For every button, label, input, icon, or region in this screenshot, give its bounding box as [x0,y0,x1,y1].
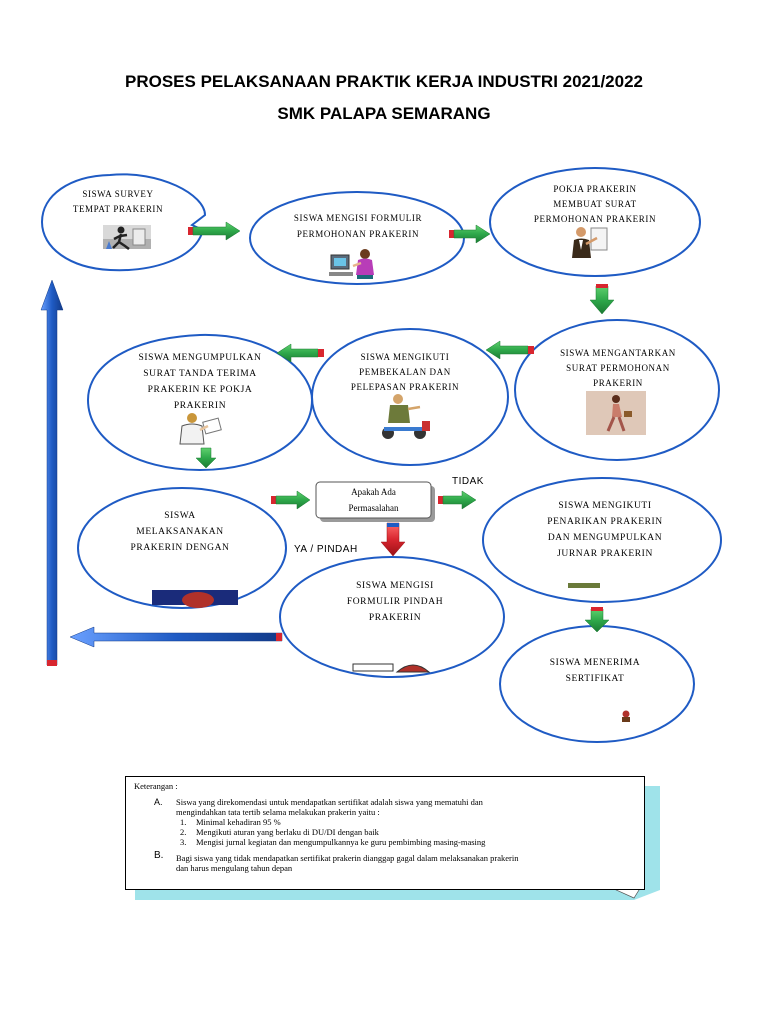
notes-a-line2: mengindahkan tata tertib selama melakuka… [176,807,380,817]
node-penarikan-label: SISWA MENGIKUTI PENARIKAN PRAKERIN DAN M… [547,501,663,559]
notes-box: Keterangan : A. Siswa yang direkomendasi… [125,776,645,890]
node-pindah [279,556,505,678]
label-tidak: TIDAK [452,476,484,487]
small-figure-icon [622,710,630,722]
courier-scooter-icon [382,394,430,439]
arrow-pokja-mengantarkan [589,284,615,315]
node-melaksanakan [77,487,287,609]
decision-box [315,481,435,522]
notes-a-line1: Siswa yang direkomendasi untuk mendapatk… [176,797,483,807]
partial-penarikan-icon [568,583,600,588]
node-penarikan [482,477,722,603]
notes-item-2-text: Mengikuti aturan yang berlaku di DU/DI d… [196,827,379,837]
node-pindah-label: SISWA MENGISI FORMULIR PINDAH PRAKERIN [346,581,444,623]
notes-b-marker: B. [154,850,164,861]
node-mengantarkan-label: SISWA MENGANTARKAN SURAT PERMOHONAN PRAK… [560,348,676,388]
node-survey [40,173,207,272]
node-mengantarkan [514,319,720,461]
label-ya-pindah: YA / PINDAH [294,544,358,555]
secretary-papers-icon [179,413,222,445]
arrow-mengantarkan-pembekalan [485,340,534,360]
page-title-line2: SMK PALAPA SEMARANG [277,104,491,123]
walking-woman-icon [586,391,646,435]
arrow-penarikan-sertifikat [584,607,610,633]
arrow-formulir-pokja [449,224,491,244]
partial-pindah-icon [352,663,431,673]
node-mengumpulkan-label: SISWA MENGUMPULKAN SURAT TANDA TERIMA PR… [138,353,262,411]
arrow-mengumpulkan-melaksanakan [195,447,217,469]
node-sertifikat-label: SISWA MENERIMA SERTIFIKAT [549,658,641,684]
notes-item-1-text: Minimal kehadiran 95 % [196,817,281,827]
arrow-up-return [40,279,64,666]
node-pokja-label: POKJA PRAKERIN MEMBUAT SURAT PERMOHONAN … [533,184,657,224]
notes-b-line1: Bagi siswa yang tidak mendapatkan sertif… [176,853,519,863]
arrow-decision-penarikan [438,490,477,510]
node-survey-label: SISWA SURVEY TEMPAT PRAKERIN [72,189,164,214]
notes-item-3-num: 3. [180,837,187,847]
notes-item-2-num: 2. [180,827,187,837]
arrow-survey-formulir [188,221,241,241]
arrow-pembekalan-mengumpulkan [276,343,324,363]
notes-header: Keterangan : [134,781,178,791]
office-worker-icon [572,227,608,258]
arrow-decision-pindah [380,522,406,557]
computer-user-icon [329,249,374,279]
node-pokja [489,167,701,277]
node-pembekalan-label: SISWA MENGIKUTI PEMBEKALAN DAN PELEPASAN… [350,352,460,392]
node-formulir-label: SISWA MENGISI FORMULIR PERMOHONAN PRAKER… [293,213,423,239]
node-melaksanakan-label: SISWA MELAKSANAKAN PRAKERIN DENGAN [130,511,230,553]
notes-a-marker: A. [154,797,163,807]
partial-figure-icon [152,590,238,608]
notes-b-line2: dan harus mengulang tahun depan [176,863,293,873]
page-title-line1: PROSES PELAKSANAAN PRAKTIK KERJA INDUSTR… [125,72,643,91]
notes-item-1-num: 1. [180,817,187,827]
arrow-pindah-left [69,626,283,648]
notes-item-3-text: Mengisi jurnal kegiatan dan mengumpulkan… [196,837,486,847]
decision-label: Apakah Ada Permasalahan [348,487,399,513]
arrow-melaksanakan-decision [271,490,311,510]
node-mengumpulkan [86,333,314,472]
running-person-icon [103,225,151,250]
